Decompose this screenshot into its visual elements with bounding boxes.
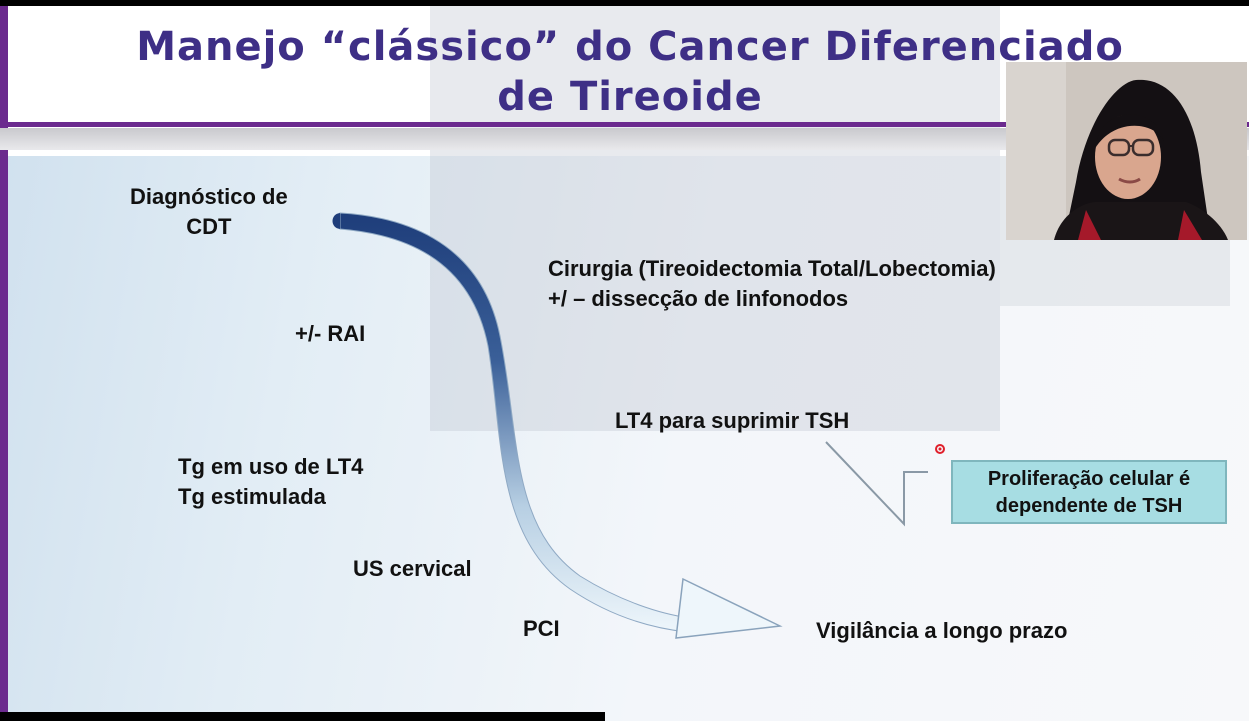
label-rai: +/- RAI xyxy=(295,321,366,346)
arrow-head xyxy=(675,577,783,639)
label-lt4: LT4 para suprimir TSH xyxy=(615,408,850,433)
title-shadow-band xyxy=(0,128,1249,150)
label-diagnostico-line1: Diagnóstico de xyxy=(130,184,288,209)
callout-line2: dependente de TSH xyxy=(995,495,1183,517)
label-tg-line2: Tg estimulada xyxy=(178,484,326,509)
label-tg-line1: Tg em uso de LT4 xyxy=(178,454,364,479)
bottom-letterbox xyxy=(0,712,605,721)
label-cirurgia-line2: +/ – dissecção de linfonodos xyxy=(548,286,849,311)
slide-title: Manejo “clássico” do Cancer Diferenciado… xyxy=(80,22,1180,122)
callout-box: Proliferação celular é dependente de TSH xyxy=(951,460,1227,524)
label-cirurgia: Cirurgia (Tireoidectomia Total/Lobectomi… xyxy=(548,254,996,314)
label-cirurgia-line1: Cirurgia (Tireoidectomia Total/Lobectomi… xyxy=(548,256,996,281)
label-diagnostico: Diagnóstico de CDT xyxy=(130,182,288,242)
label-diagnostico-line2: CDT xyxy=(186,214,232,239)
slide-title-line2: de Tireoide xyxy=(497,74,763,120)
label-us-cervical: US cervical xyxy=(353,556,472,581)
curved-process-arrow xyxy=(332,212,945,639)
slide-title-line1: Manejo “clássico” do Cancer Diferenciado xyxy=(136,24,1124,70)
label-tg: Tg em uso de LT4 Tg estimulada xyxy=(178,452,363,512)
accent-left-bar xyxy=(0,6,8,721)
background-watermark-panel xyxy=(430,6,1000,431)
title-underline xyxy=(0,122,1249,127)
label-vigilancia: Vigilância a longo prazo xyxy=(816,618,1068,643)
laser-pointer-dot xyxy=(935,444,945,454)
callout-line1: Proliferação celular é xyxy=(987,468,1191,490)
callout-connector xyxy=(825,441,928,527)
webcam-feed xyxy=(1006,62,1247,240)
label-pci: PCI xyxy=(523,616,560,641)
presenter-video-icon xyxy=(1006,62,1247,240)
arrow-body-cap xyxy=(332,213,340,229)
